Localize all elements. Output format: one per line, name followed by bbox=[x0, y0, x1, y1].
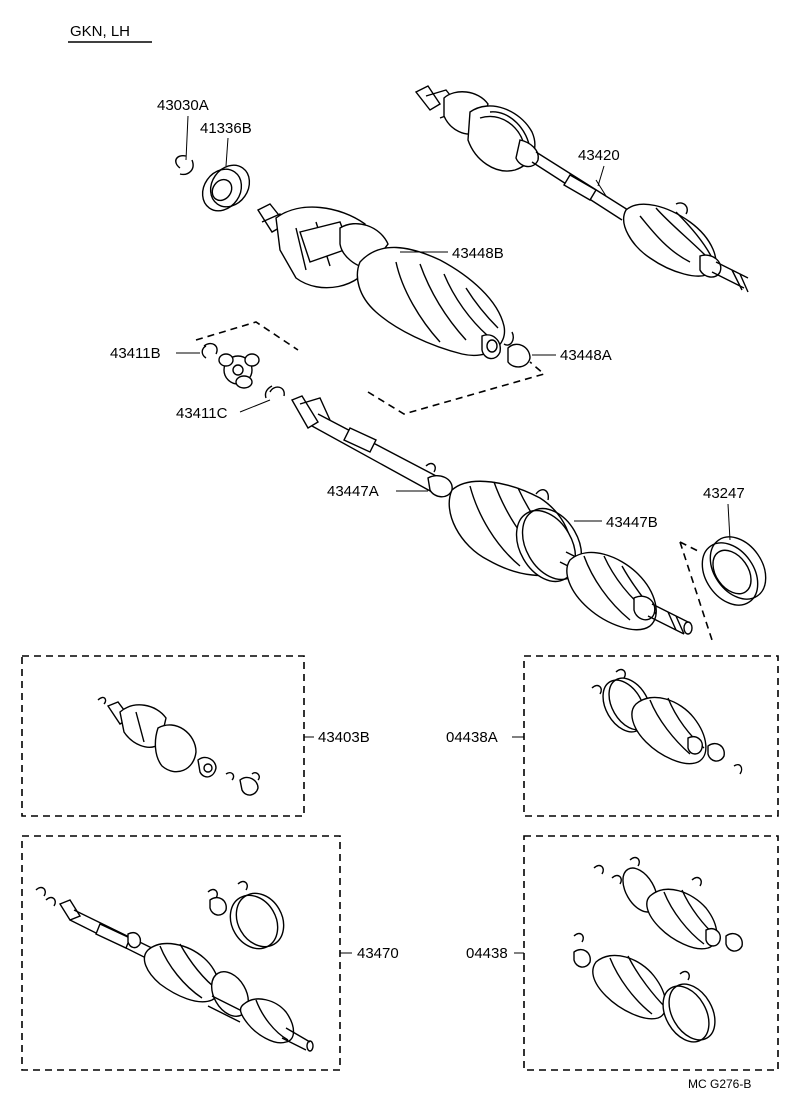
drive-shaft-assembly-43470 bbox=[35, 880, 314, 1052]
dashed-guide-43247 bbox=[679, 541, 713, 641]
kit-box-43403B bbox=[21, 655, 305, 817]
kit-box-04438 bbox=[523, 835, 779, 1071]
tripod-joint bbox=[218, 353, 260, 389]
complete-drive-shaft-43420 bbox=[414, 85, 749, 293]
boot-kit-04438A bbox=[591, 668, 743, 775]
boot-kit-04438 bbox=[573, 856, 743, 1043]
part-label-43030A: 43030A bbox=[157, 97, 209, 114]
snap-ring-43411C bbox=[264, 385, 285, 399]
part-label-43411C: 43411C bbox=[176, 405, 228, 422]
dashed-group-tripod bbox=[195, 321, 546, 415]
inboard-joint-kit-43403B bbox=[97, 696, 261, 796]
kit-box-04438A bbox=[523, 655, 779, 817]
snap-ring-43030A bbox=[175, 154, 194, 176]
leader-43030A bbox=[185, 115, 189, 161]
dust-cover-43247 bbox=[701, 536, 767, 606]
part-label-43470: 43470 bbox=[357, 945, 399, 962]
leader-43420 bbox=[597, 165, 605, 187]
part-label-41336B: 41336B bbox=[200, 120, 252, 137]
part-label-04438: 04438 bbox=[466, 945, 508, 962]
boot-clamp-43448A bbox=[507, 343, 531, 368]
oil-seal-41336B bbox=[201, 164, 251, 212]
leader-41336B bbox=[225, 137, 229, 167]
part-label-43420: 43420 bbox=[578, 147, 620, 164]
part-label-04438A: 04438A bbox=[446, 729, 498, 746]
part-label-43247: 43247 bbox=[703, 485, 745, 502]
drawing-code: MC G276-B bbox=[688, 1077, 751, 1091]
leader-43247 bbox=[727, 503, 731, 541]
leader-43411C bbox=[239, 399, 271, 413]
part-label-43403B: 43403B bbox=[318, 729, 370, 746]
drive-shaft-with-boots bbox=[290, 395, 693, 635]
diagram-title: GKN, LH bbox=[70, 23, 130, 40]
part-label-43447A: 43447A bbox=[327, 483, 379, 500]
snap-ring-43411B bbox=[201, 342, 218, 359]
part-label-43447B: 43447B bbox=[606, 514, 658, 531]
part-label-43411B: 43411B bbox=[110, 345, 161, 362]
part-label-43448A: 43448A bbox=[560, 347, 612, 364]
part-label-43448B: 43448B bbox=[452, 245, 504, 262]
inboard-joint-43448B bbox=[256, 203, 514, 360]
